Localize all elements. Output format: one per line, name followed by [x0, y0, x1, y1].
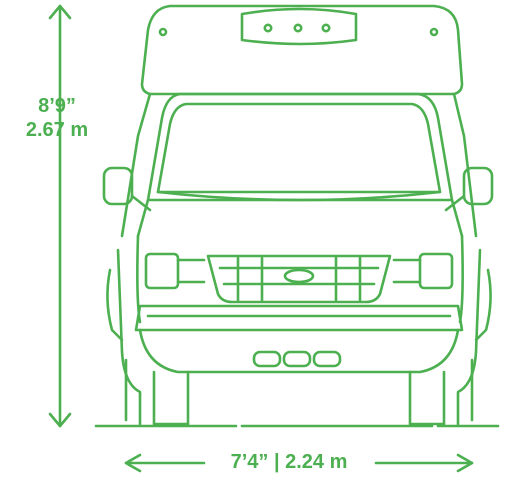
- height-imperial-label: 8’9”: [38, 95, 76, 117]
- cab-over-body: [140, 4, 464, 96]
- headlights: [144, 252, 454, 290]
- height-metric-label: 2.67 m: [25, 119, 89, 141]
- width-label: 7’4” | 2.24 m: [230, 451, 348, 473]
- width-arrow-icon: [124, 453, 474, 473]
- side-walls: [106, 92, 492, 426]
- tires: [124, 358, 474, 426]
- height-arrow-icon: [48, 4, 72, 428]
- bumper: [134, 304, 464, 374]
- side-mirrors: [102, 166, 494, 212]
- cab-windshield: [136, 92, 464, 324]
- grille: [206, 254, 392, 304]
